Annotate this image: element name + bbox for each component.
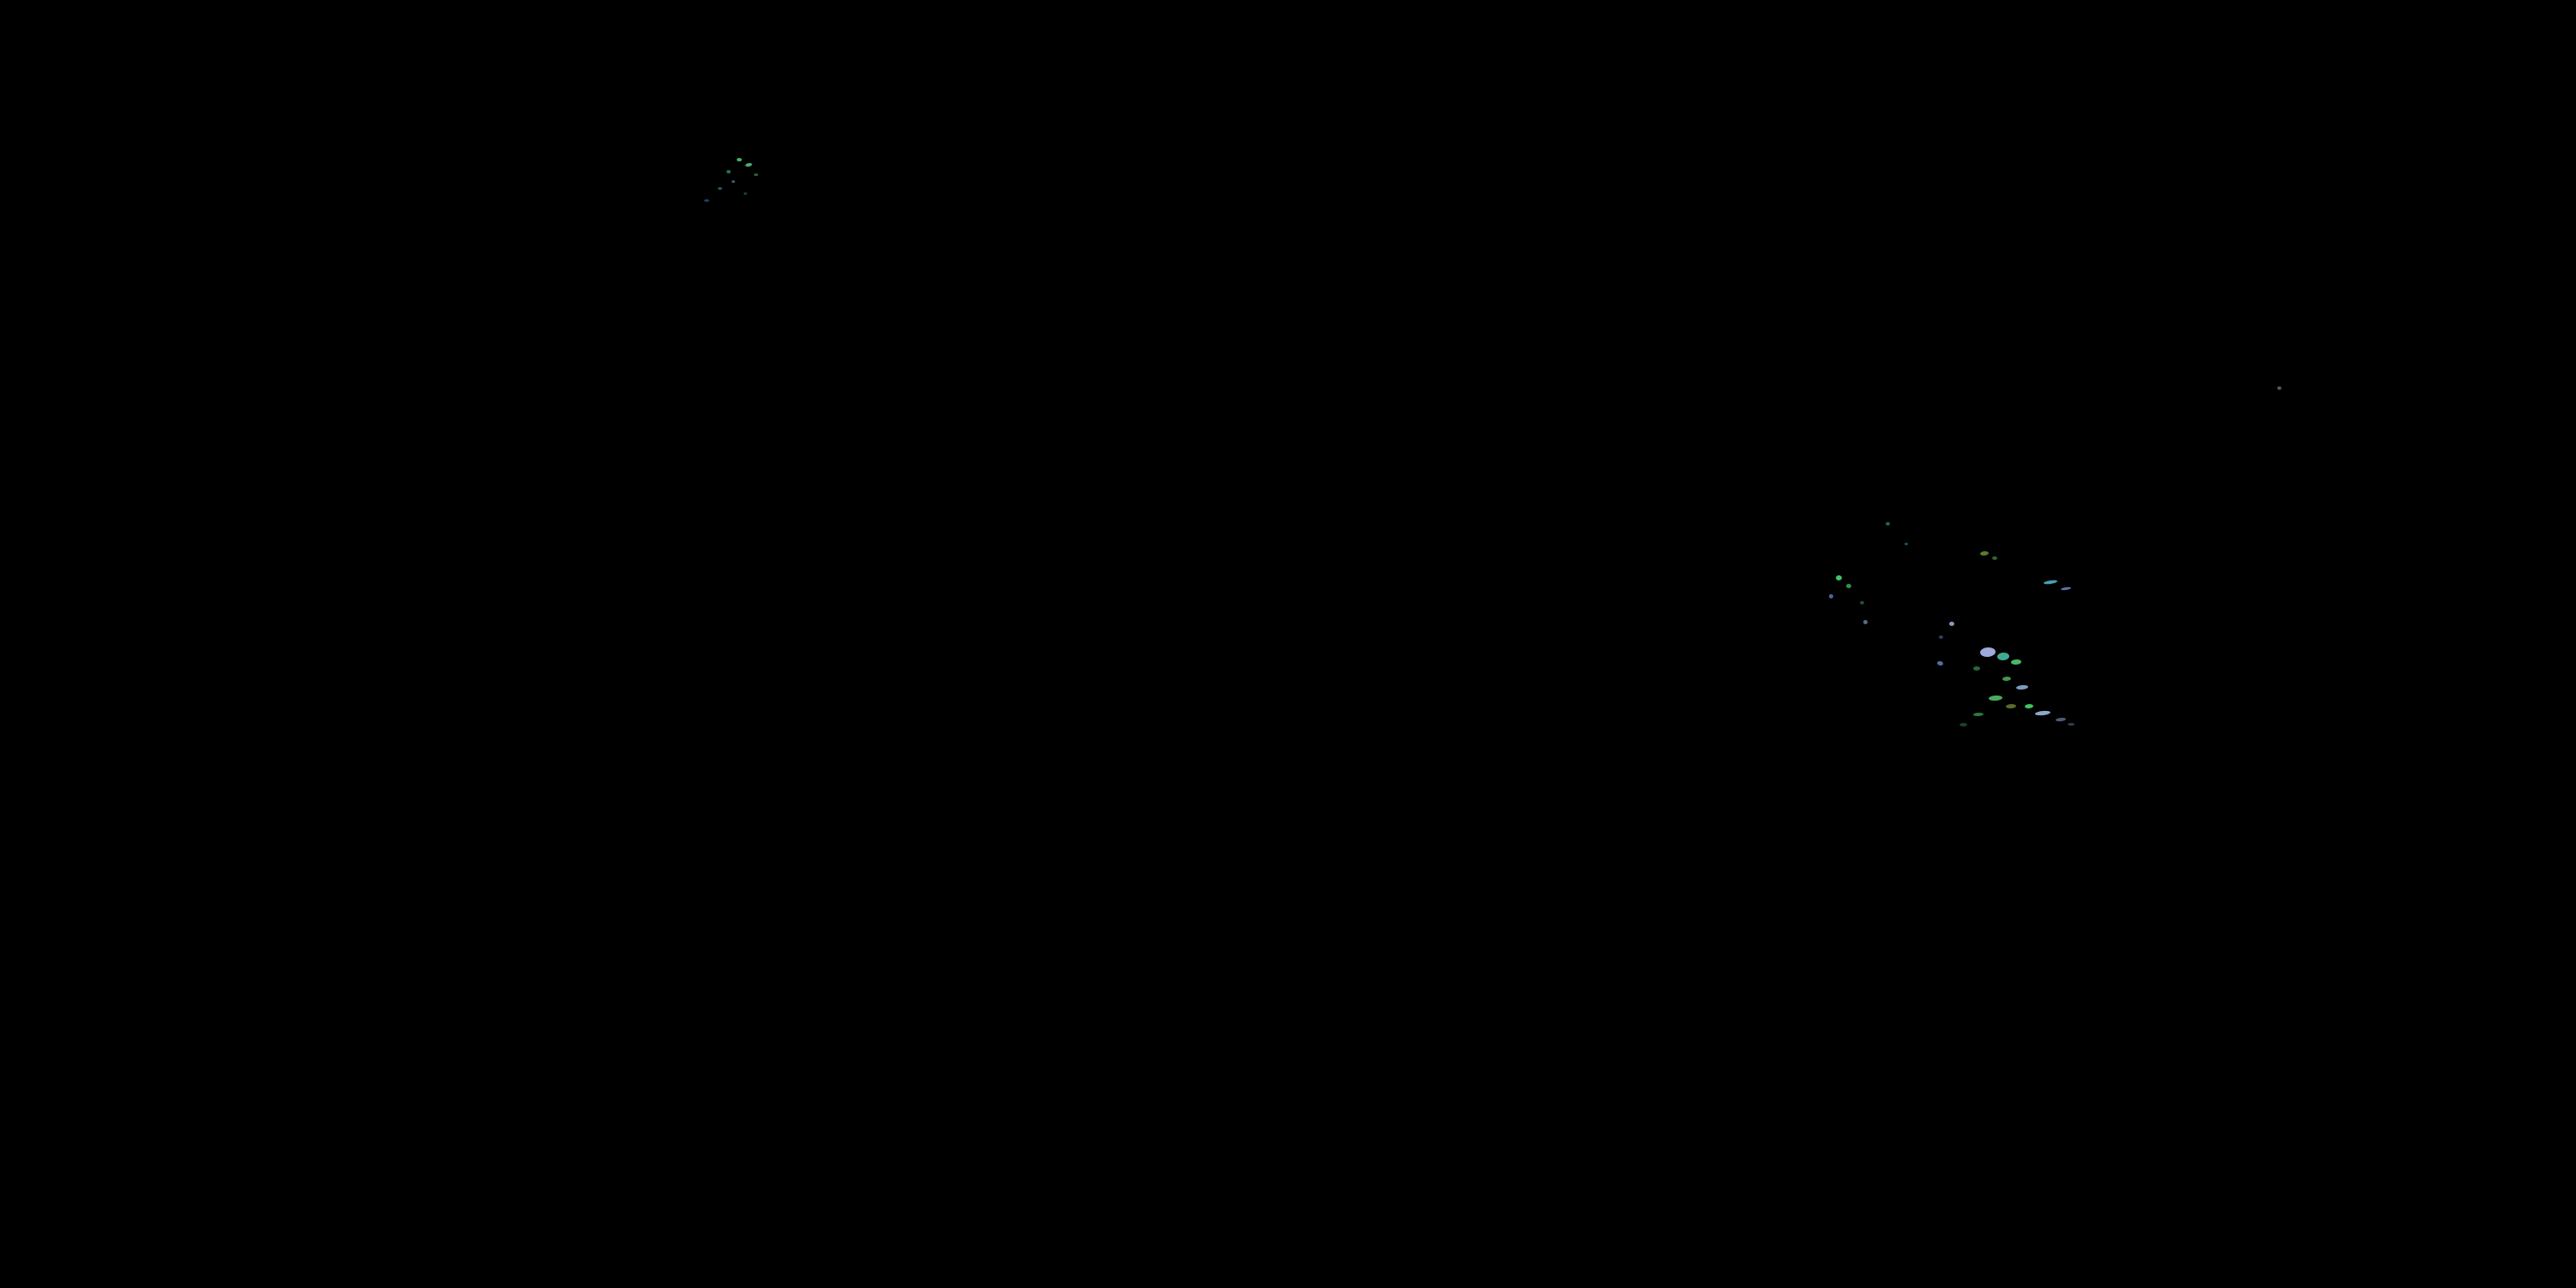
speckle: [2034, 710, 2051, 716]
speckle: [1949, 622, 1954, 626]
speckle: [1905, 543, 1908, 545]
speckle: [1996, 652, 2010, 661]
speckle: [2060, 586, 2072, 591]
speckle: [744, 162, 753, 167]
speckle: [2068, 723, 2075, 726]
speckle: [732, 180, 735, 183]
speckle: [1959, 723, 1967, 726]
speckle: [1979, 550, 1990, 556]
speckle: [1972, 712, 1984, 717]
speckle: [2277, 386, 2281, 390]
speckle: [2043, 579, 2058, 586]
speckle: [718, 187, 722, 190]
speckle: [2010, 659, 2022, 665]
speckle: [726, 170, 731, 173]
speckle: [704, 199, 709, 202]
speckle: [1846, 584, 1851, 588]
speckle: [2002, 676, 2012, 682]
speckle: [1829, 594, 1833, 598]
speckle: [1886, 522, 1890, 526]
speckle: [737, 158, 742, 161]
speckle: [2015, 684, 2029, 690]
speckle: [1939, 635, 1943, 639]
speckle: [744, 192, 747, 195]
speckle: [1973, 666, 1980, 671]
speckle: [1860, 601, 1864, 605]
speckle: [1979, 647, 1996, 658]
speckle: [1992, 556, 1997, 560]
speckle: [1836, 575, 1842, 580]
speckle: [1988, 695, 2003, 702]
speckle: [1936, 660, 1944, 666]
speckle: [2005, 703, 2017, 709]
speckle: [754, 173, 758, 176]
speckle: [2024, 703, 2034, 709]
speckle: [1863, 620, 1868, 624]
speckle: [2055, 717, 2067, 722]
